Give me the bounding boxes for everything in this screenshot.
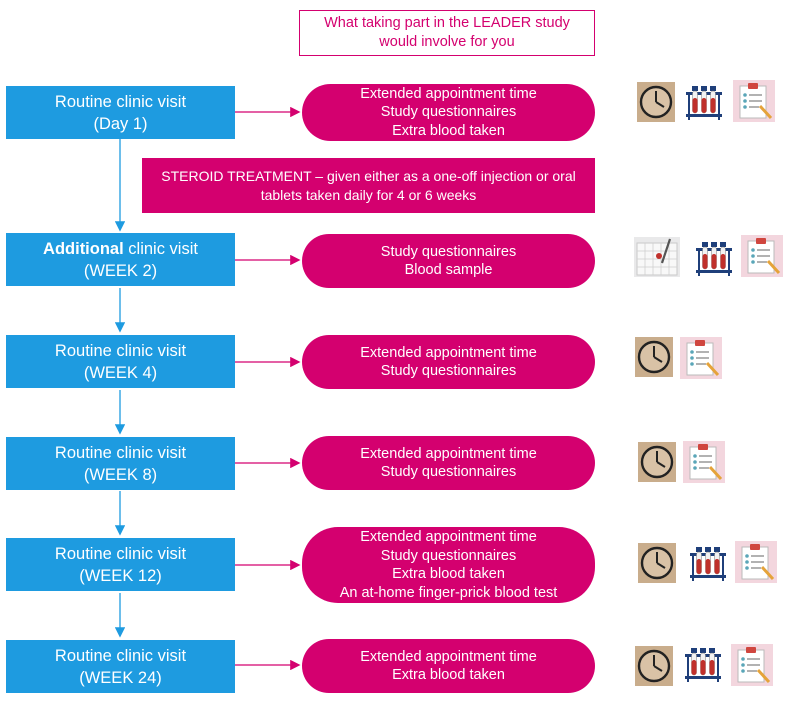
- visit-when: (WEEK 12): [79, 566, 162, 585]
- clipboard-icon: [741, 235, 783, 277]
- steroid-line-1: STEROID TREATMENT – given either as a on…: [161, 167, 576, 184]
- activity-item: Extra blood taken: [392, 667, 505, 683]
- blood-tubes-icon: [686, 86, 722, 120]
- visit-when: (WEEK 4): [83, 363, 158, 382]
- activity-item: An at-home finger-prick blood test: [339, 584, 558, 601]
- title-line-2: would involve for you: [379, 34, 515, 50]
- activity-item: Extended appointment time: [360, 529, 537, 545]
- steroid-treatment-box: STEROID TREATMENT – given either as a on…: [142, 158, 595, 213]
- activity-item: Extended appointment time: [360, 344, 537, 361]
- visit-label: Routine clinic visit: [54, 92, 187, 111]
- visit-box-week-24: Routine clinic visit (WEEK 24): [6, 640, 235, 693]
- activity-item: Study questionnaires: [380, 464, 517, 480]
- clock-icon: [638, 442, 676, 482]
- clipboard-icon: [680, 337, 722, 379]
- clipboard-icon: [731, 644, 773, 686]
- activity-pill-week-12: Extended appointment time Study question…: [302, 527, 595, 603]
- activity-item: Study questionnaires: [380, 547, 517, 564]
- clock-icon: [637, 82, 675, 122]
- activity-pill-week-24: Extended appointment time Extra blood ta…: [302, 639, 595, 693]
- blood-tubes-icon: [685, 648, 721, 682]
- visit-box-week-4: Routine clinic visit (WEEK 4): [6, 335, 235, 388]
- visit-when: (Day 1): [93, 114, 148, 133]
- visit-when: (WEEK 24): [79, 668, 162, 687]
- activity-pill-day-1: Extended appointment time Study question…: [302, 84, 595, 141]
- activity-item: Blood sample: [404, 262, 493, 278]
- calendar-icon: [634, 237, 680, 277]
- visit-when: (WEEK 2): [83, 261, 158, 280]
- visit-label: Routine clinic visit: [54, 544, 187, 563]
- clipboard-icon: [733, 80, 775, 122]
- activity-item: Extended appointment time: [360, 85, 537, 102]
- blood-tubes-icon: [690, 547, 726, 581]
- clipboard-icon: [683, 441, 725, 483]
- activity-item: Extended appointment time: [360, 648, 537, 665]
- visit-box-week-8: Routine clinic visit (WEEK 8): [6, 437, 235, 490]
- activity-item: Study questionnaires: [380, 104, 517, 121]
- activity-item: Extended appointment time: [360, 445, 537, 462]
- visit-when: (WEEK 8): [83, 465, 158, 484]
- visit-label: Routine clinic visit: [54, 443, 187, 462]
- clock-icon: [635, 646, 673, 686]
- clock-icon: [635, 337, 673, 377]
- activity-item: Extra blood taken: [392, 566, 505, 582]
- visit-label: Routine clinic visit: [54, 646, 187, 665]
- activity-pill-week-8: Extended appointment time Study question…: [302, 436, 595, 490]
- clock-icon: [638, 543, 676, 583]
- clipboard-icon: [735, 541, 777, 583]
- title-line-1: What taking part in the LEADER study: [324, 15, 570, 31]
- activity-item: Study questionnaires: [380, 363, 517, 379]
- blood-tubes-icon: [696, 242, 732, 276]
- activity-item: Extra blood taken: [392, 122, 505, 139]
- visit-box-week-2: Additional clinic visit (WEEK 2): [6, 233, 235, 286]
- activity-pill-week-2: Study questionnaires Blood sample: [302, 234, 595, 288]
- activity-item: Study questionnaires: [380, 243, 517, 260]
- visit-label: clinic visit: [123, 239, 198, 258]
- visit-box-day-1: Routine clinic visit (Day 1): [6, 86, 235, 139]
- activity-pill-week-4: Extended appointment time Study question…: [302, 335, 595, 389]
- steroid-line-2: tablets taken daily for 4 or 6 weeks: [260, 186, 477, 203]
- visit-box-week-12: Routine clinic visit (WEEK 12): [6, 538, 235, 591]
- visit-bold-label: Additional: [43, 239, 124, 258]
- visit-label: Routine clinic visit: [54, 341, 187, 360]
- diagram-title: What taking part in the LEADER study wou…: [299, 10, 595, 56]
